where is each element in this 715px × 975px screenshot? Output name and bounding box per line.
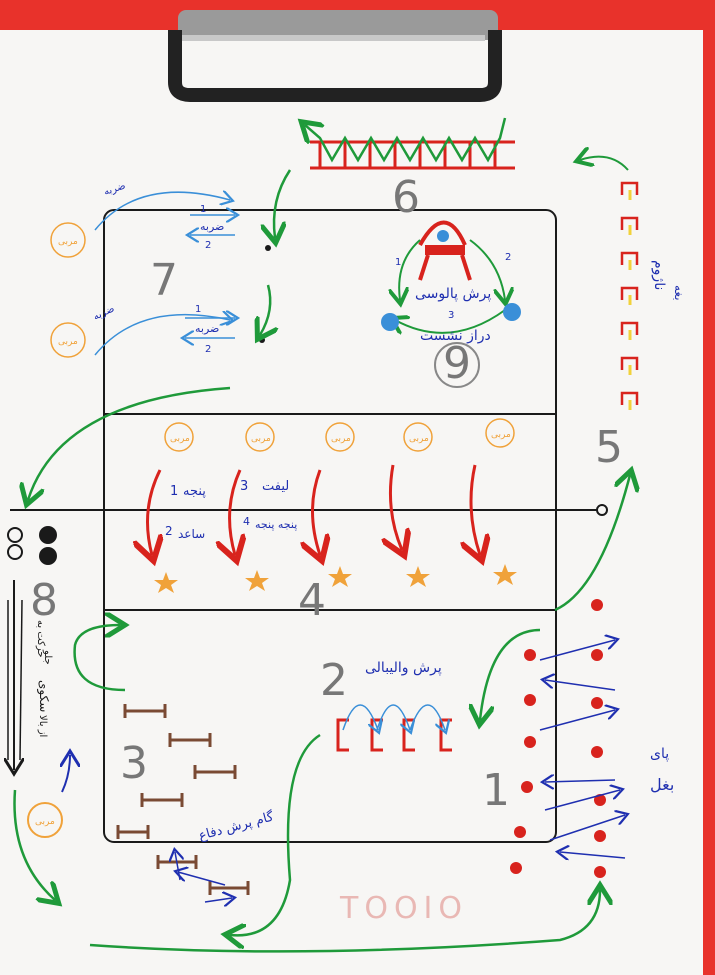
zarbe-top-num2: 2 <box>205 240 211 251</box>
clipboard-clip <box>168 10 502 102</box>
rung-station <box>116 704 250 895</box>
num-2-label: 2 <box>505 252 511 263</box>
left-note-1: ضربه <box>103 181 127 198</box>
bagal-label: بغل <box>650 775 674 794</box>
zarbe-mid-num1: 1 <box>195 304 201 315</box>
station-9-circle <box>434 342 480 388</box>
parsh-label: پرش والیبالی <box>365 660 442 676</box>
num-1-label: 1 <box>395 257 401 268</box>
station-7-drills: ضربه 1 2 ضربه 1 2 ضربه ضربه <box>92 169 292 356</box>
station-4-number: 4 <box>298 575 326 626</box>
payi-label: پای <box>650 746 669 762</box>
side-text-3: سکوی <box>36 680 51 712</box>
coach-label: مربی <box>58 237 78 247</box>
zarbe-top-num1: 1 <box>200 204 206 215</box>
panjeh-4-num: 4 <box>243 515 250 528</box>
panjeh-1-label: پنجه <box>183 484 206 499</box>
coach-label: مربی <box>170 434 190 444</box>
coach-markers-net: مربی مربی مربی مربی مربی <box>164 418 515 452</box>
cone-line: ناژوم بغه <box>580 157 686 420</box>
side-shuffle-station: پای بغل <box>510 599 674 878</box>
target-stars <box>154 564 517 593</box>
zarbe-mid-label: ضربه <box>195 322 219 335</box>
net-post <box>596 504 608 516</box>
court-outline <box>103 209 557 843</box>
bench-station: پرش پالوسی دراز نشست 1 2 3 <box>381 220 521 344</box>
side-text-2: جلو <box>42 649 53 665</box>
net-labels: لیفت 3 پنجه 1 پنجه پنجه 4 ساعد 2 <box>165 479 297 541</box>
coach-label: مربی <box>251 434 271 444</box>
station-3-number: 3 <box>120 738 148 789</box>
ball-station: حرکت به جلو سکوی از بالا مربی <box>8 526 70 838</box>
lift-num: 3 <box>240 479 248 494</box>
station-7-number: 7 <box>150 255 178 306</box>
station-8-number: 8 <box>30 575 58 626</box>
lift-label: لیفت <box>262 479 289 494</box>
coach-label: مربی <box>409 434 429 444</box>
hurdle-station: پرش والیبالی <box>336 660 452 752</box>
nazom-label: ناژوم <box>651 260 667 290</box>
bande-label: بغه <box>672 285 686 301</box>
num-3-label: 3 <box>448 310 454 321</box>
zarbe-mid-num2: 2 <box>205 344 211 355</box>
deraz-neshast-label: دراز نشست <box>420 328 491 344</box>
coach-label: مربی <box>491 430 511 440</box>
station-1-number: 1 <box>482 765 510 816</box>
panjeh-2-label: پنجه پنجه <box>255 518 297 531</box>
station-flow-arrows <box>13 386 631 953</box>
side-text-1: حرکت به <box>35 620 46 658</box>
coach-label: مربی <box>35 817 55 827</box>
parun-paludi-label: پرش پالوسی <box>415 286 491 302</box>
net-arrows <box>148 464 481 555</box>
gam-label: گام پرش دفاع <box>197 808 276 844</box>
station-6-number: 6 <box>392 172 420 223</box>
saed-num: 2 <box>165 524 173 538</box>
zarbe-top-label: ضربه <box>200 220 224 233</box>
saed-label: ساعد <box>178 527 205 541</box>
coach-markers-left: مربی مربی <box>50 222 86 358</box>
agility-ladder <box>305 117 515 170</box>
panjeh-1-num: 1 <box>170 484 178 499</box>
station-9-number: 9 <box>443 338 471 389</box>
paper-sheet <box>0 30 703 975</box>
station-2-number: 2 <box>320 655 348 706</box>
coach-label: مربی <box>58 337 78 347</box>
station-5-number: 5 <box>595 422 623 473</box>
side-text-4: از بالا <box>37 715 48 737</box>
rung-arrows <box>175 852 232 902</box>
coach-label: مربی <box>331 434 351 444</box>
faded-watermark-text: TOOIO <box>339 891 468 926</box>
